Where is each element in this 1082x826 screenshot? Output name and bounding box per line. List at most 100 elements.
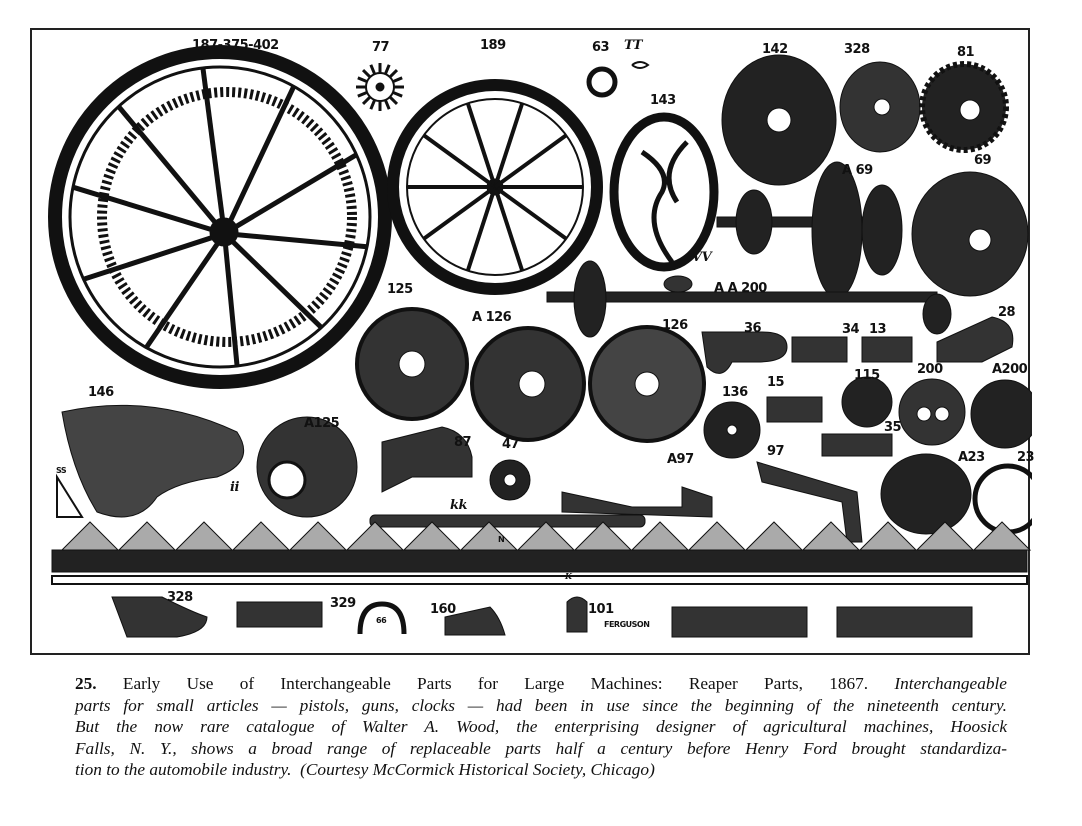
caption-title: Early Use of Interchangeable Parts for L… bbox=[122, 674, 869, 693]
gear-tooth bbox=[369, 64, 377, 75]
star-gear-77 bbox=[356, 63, 404, 111]
wheel-spoke bbox=[465, 102, 497, 188]
wheel-spoke bbox=[493, 186, 525, 272]
label-kk: kk bbox=[450, 498, 468, 513]
caption-line5-italic: tion to the automobile industry. bbox=[75, 760, 292, 780]
plate-ss bbox=[56, 473, 84, 518]
knife-section bbox=[117, 521, 177, 551]
knife-section bbox=[744, 521, 804, 551]
label-aa200: A A 200 bbox=[714, 281, 767, 296]
label-329: 329 bbox=[330, 596, 356, 611]
disc-a200 bbox=[970, 379, 1032, 449]
caption-credit: (Courtesy McCormick Historical Society, … bbox=[300, 760, 655, 780]
bar-kk bbox=[369, 514, 646, 528]
knife-section-n bbox=[60, 521, 1032, 551]
label-115: 115 bbox=[854, 368, 880, 383]
label-a126: A 126 bbox=[472, 310, 512, 325]
wheel-spoke bbox=[231, 240, 324, 330]
gear-tooth bbox=[361, 68, 372, 79]
gear-tooth bbox=[361, 95, 372, 106]
label-28: 28 bbox=[998, 305, 1016, 320]
caption-line-5: tion to the automobile industry. (Courte… bbox=[75, 759, 1007, 781]
wheel-spoke bbox=[235, 152, 358, 229]
plate-bar-1 bbox=[671, 606, 808, 638]
label-328-top: 328 bbox=[844, 42, 870, 57]
label-a23: A23 bbox=[958, 450, 985, 465]
label-tt: TT bbox=[624, 38, 642, 53]
label-15: 15 bbox=[767, 375, 785, 390]
gear-tooth bbox=[383, 64, 391, 75]
caption-line-4: Falls, N. Y., shows a broad range of rep… bbox=[75, 738, 1007, 758]
label-146: 146 bbox=[88, 385, 114, 400]
bracket-36 bbox=[701, 331, 788, 374]
wheel-spoke bbox=[223, 245, 240, 367]
ring-63 bbox=[586, 66, 618, 98]
plate-bar-2 bbox=[836, 606, 973, 638]
seat-146 bbox=[61, 404, 245, 518]
label-a125: A125 bbox=[304, 416, 340, 431]
wheel-spoke bbox=[422, 185, 497, 241]
figure-number: 25. bbox=[75, 674, 97, 693]
caption-line-2: parts for small articles — pistols, guns… bbox=[75, 695, 1007, 715]
bevel-gear-69 bbox=[911, 171, 1029, 297]
label-35: 35 bbox=[884, 420, 902, 435]
wheel-spoke bbox=[422, 133, 497, 189]
pinion-115 bbox=[841, 376, 893, 428]
label-125: 125 bbox=[387, 282, 413, 297]
wheel-spoke bbox=[82, 235, 213, 282]
wheel-spoke bbox=[465, 186, 497, 272]
wheel-spoke bbox=[228, 85, 297, 221]
gear-a125 bbox=[256, 416, 358, 518]
label-13: 13 bbox=[869, 322, 887, 337]
wheel-spoke bbox=[144, 242, 220, 350]
gear-tooth bbox=[388, 68, 399, 79]
label-47: 47 bbox=[502, 437, 520, 452]
label-23: 23 bbox=[1017, 450, 1035, 465]
wheel-spoke bbox=[493, 185, 568, 241]
clip-66 bbox=[357, 601, 407, 635]
caption-line-3: But the now rare catalogue of Walter A. … bbox=[75, 717, 1007, 737]
clip-160 bbox=[444, 606, 506, 636]
wheel-spoke bbox=[493, 133, 568, 189]
label-200: 200 bbox=[917, 362, 943, 377]
bracket-87 bbox=[381, 426, 473, 493]
label-34: 34 bbox=[842, 322, 860, 337]
cam-200 bbox=[898, 378, 966, 446]
label-126: 126 bbox=[662, 318, 688, 333]
crank-wheel-143 bbox=[609, 112, 719, 272]
label-97: 97 bbox=[767, 444, 785, 459]
bracket-28 bbox=[936, 316, 1014, 363]
label-ferguson: FERGUSON bbox=[604, 620, 650, 629]
link-tt bbox=[631, 61, 650, 69]
gear-tooth bbox=[392, 90, 403, 98]
label-328-bottom: 328 bbox=[167, 590, 193, 605]
cutter-bar-k bbox=[51, 575, 1028, 585]
caption-line-1: 25. Early Use of Interchangeable Parts f… bbox=[75, 673, 1007, 695]
label-vv: VV bbox=[692, 250, 712, 265]
label-ii: ii bbox=[230, 480, 239, 495]
label-143: 143 bbox=[650, 93, 676, 108]
clip-101 bbox=[566, 596, 588, 633]
label-189: 189 bbox=[480, 38, 506, 53]
figure-caption: 25. Early Use of Interchangeable Parts f… bbox=[75, 673, 1007, 781]
knife-section bbox=[231, 521, 291, 551]
wheel-spoke bbox=[116, 104, 217, 224]
label-136: 136 bbox=[722, 385, 748, 400]
bracket-unlabeled bbox=[821, 433, 893, 457]
label-63: 63 bbox=[592, 40, 610, 55]
reaper-parts-engraving bbox=[48, 45, 1032, 638]
knife-section bbox=[288, 521, 348, 551]
caption-line1-italic: Interchangeable bbox=[894, 674, 1007, 693]
guard-329 bbox=[236, 601, 323, 628]
label-large-wheel: 187-375-402 bbox=[192, 38, 279, 53]
knife-section bbox=[60, 521, 120, 551]
knife-section bbox=[687, 521, 747, 551]
label-87: 87 bbox=[454, 435, 472, 450]
engraving-plate: 187-375-402 77 189 63 TT 142 328 81 143 … bbox=[30, 28, 1035, 655]
label-142: 142 bbox=[762, 42, 788, 57]
bracket-15 bbox=[766, 396, 823, 423]
bracket-13 bbox=[861, 336, 913, 363]
label-69: 69 bbox=[974, 153, 992, 168]
gear-tooth bbox=[383, 99, 391, 110]
label-77: 77 bbox=[372, 40, 390, 55]
